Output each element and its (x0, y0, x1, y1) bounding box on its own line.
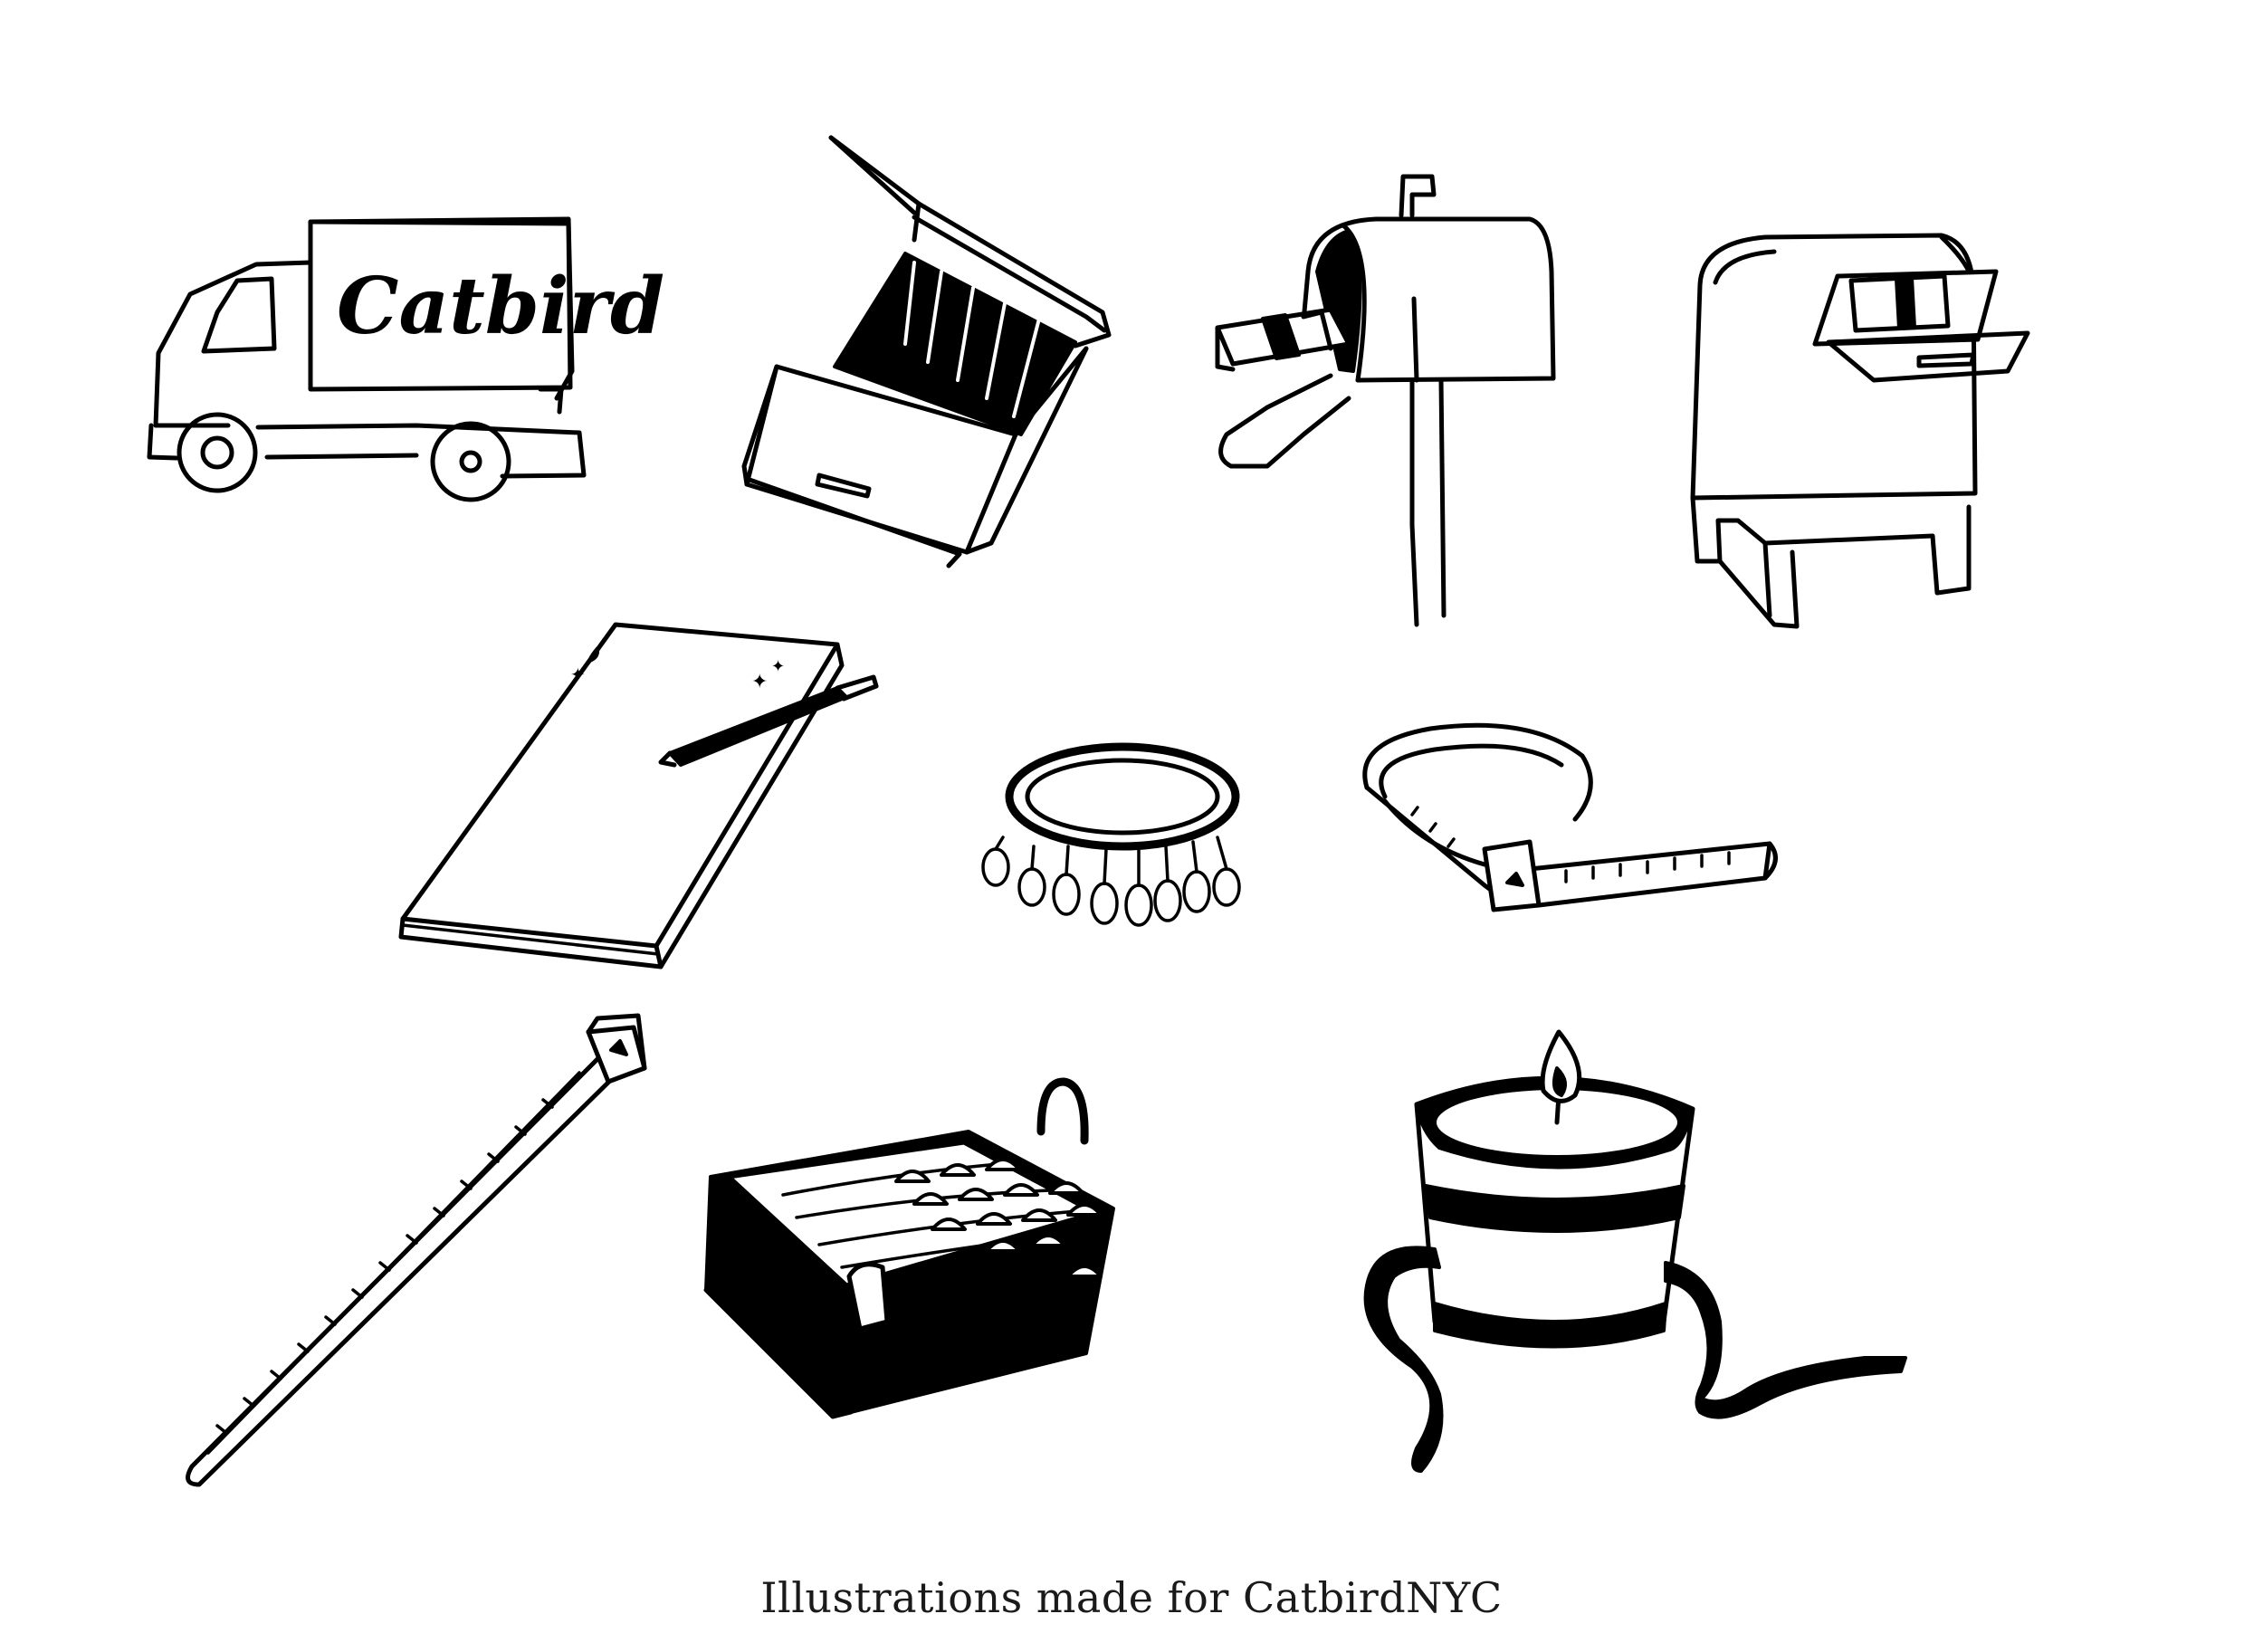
delivery-truck-icon: Catbird (147, 216, 664, 502)
svg-text:✦: ✦ (751, 671, 768, 693)
belt-icon (1362, 722, 1778, 912)
charm-bracelet-icon (981, 742, 1241, 927)
matchbook-icon (741, 135, 1112, 568)
svg-text:✦: ✦ (570, 664, 586, 685)
public-mailbox-icon (1690, 233, 2030, 629)
candle-icon (1363, 1029, 1907, 1473)
notepad-icon: ✦ ✦ ✦ (398, 622, 879, 969)
strap-icon (186, 1013, 647, 1487)
truck-label: Catbird (337, 261, 664, 352)
svg-text:✦: ✦ (771, 657, 785, 676)
mailbox-icon (1215, 174, 1556, 627)
caption: Illustrations made for CatbirdNYC (760, 1573, 1503, 1622)
ring-tray-icon (703, 1077, 1115, 1419)
